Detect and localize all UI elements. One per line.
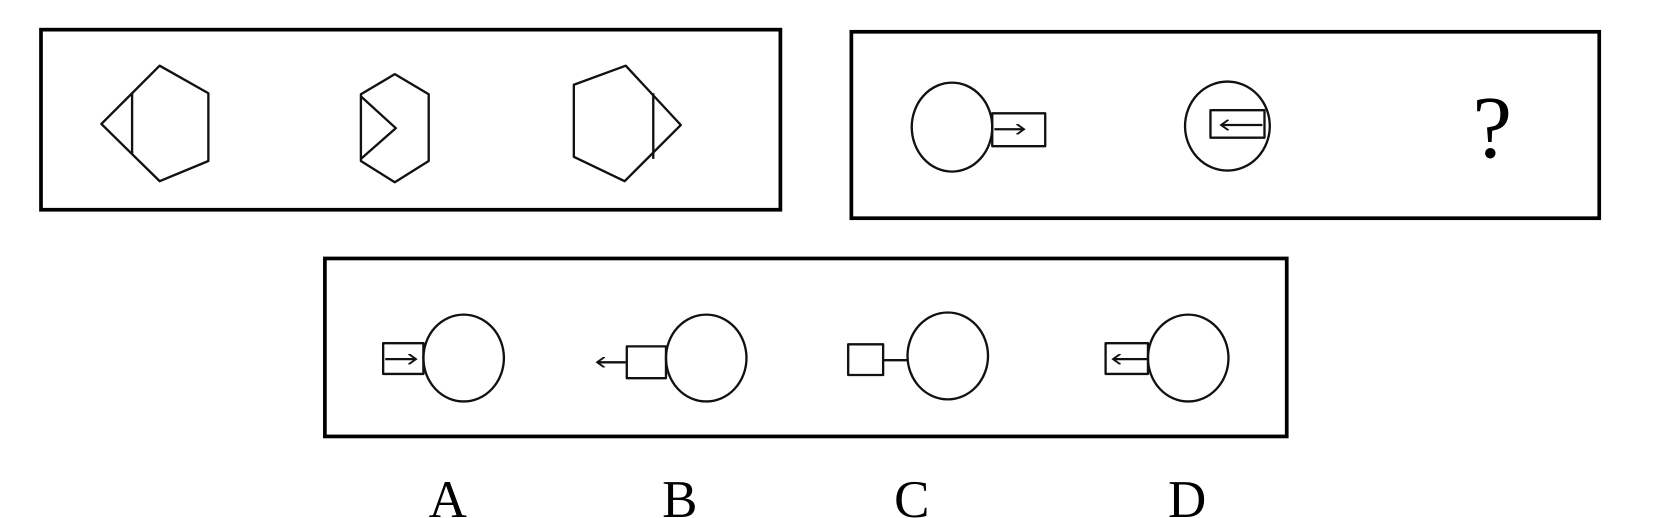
missing-figure-mark: ? xyxy=(1472,79,1511,177)
panel-frame xyxy=(39,27,783,212)
panel-frame xyxy=(849,29,1602,221)
sequence-1-panel xyxy=(39,27,783,212)
option-d-label[interactable]: D xyxy=(1168,471,1206,518)
figure-hexagon-chevron xyxy=(359,72,430,184)
sequence-2-panel: ? xyxy=(849,29,1602,221)
option-b-label[interactable]: B xyxy=(662,471,697,518)
option-a-label[interactable]: A xyxy=(429,471,467,518)
options-panel xyxy=(323,256,1289,439)
option-d-figure[interactable] xyxy=(1104,313,1230,403)
figure-hexagon-triangle-right xyxy=(572,64,682,183)
option-b-figure[interactable] xyxy=(597,313,748,403)
figure-circle-square-arrow-left-inside xyxy=(1183,80,1271,172)
panel-frame xyxy=(323,256,1289,439)
option-c-figure[interactable] xyxy=(847,311,990,401)
option-a-figure[interactable] xyxy=(381,313,506,403)
option-c-label[interactable]: C xyxy=(894,471,929,518)
figure-hexagon-triangle-left xyxy=(100,64,210,183)
figure-circle-square-arrow-right xyxy=(910,81,1047,173)
